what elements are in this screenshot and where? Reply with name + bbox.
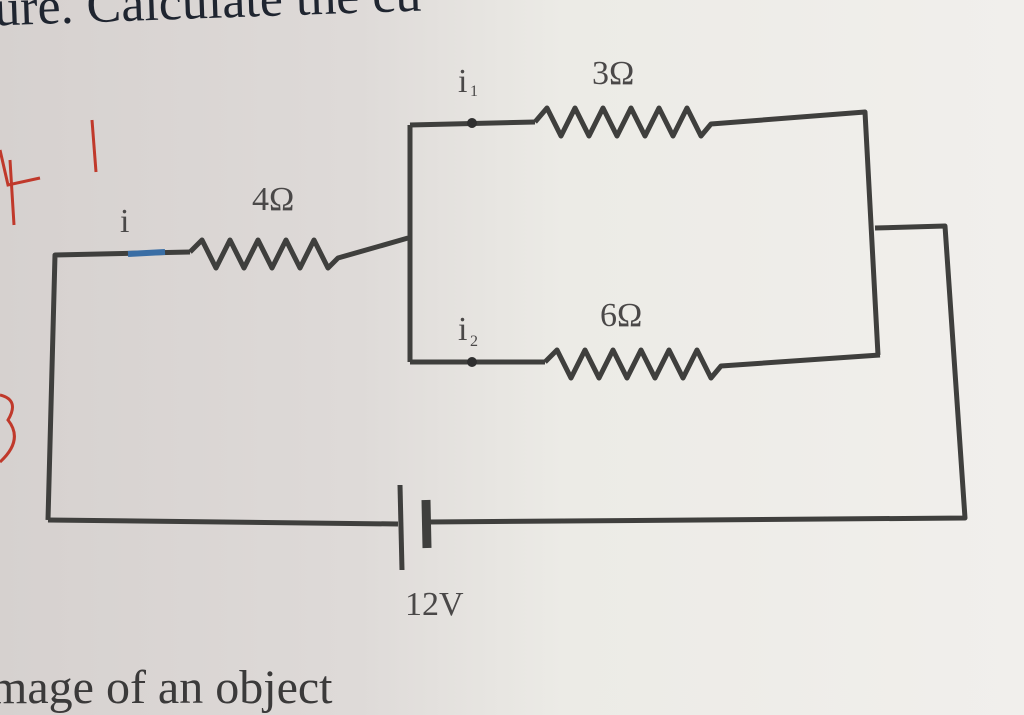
label-current-i2: i <box>458 311 467 348</box>
wire-bottom <box>47 517 399 527</box>
battery-short-plate <box>421 499 432 549</box>
resistor-6ohm <box>543 347 881 381</box>
label-current-main: i <box>120 203 129 240</box>
label-current-i1: i <box>458 63 467 100</box>
label-resistor-3ohm: 3Ω <box>592 55 634 92</box>
current-arrow-main <box>127 249 166 257</box>
wire-left <box>45 249 191 521</box>
circuit-diagram: i 4Ω i 1 3Ω i 2 6Ω 12V <box>0 55 968 623</box>
handwritten-marks <box>0 119 98 464</box>
battery-long-plate <box>397 484 405 571</box>
current-arrow-top <box>467 118 477 128</box>
red-mark-stroke <box>90 119 98 173</box>
label-current-i1-sub: 1 <box>470 83 478 100</box>
current-arrow-bottom <box>467 357 477 367</box>
label-battery-voltage: 12V <box>405 586 464 623</box>
wire-right <box>427 223 968 525</box>
resistor-3ohm <box>533 105 881 356</box>
label-current-i2-sub: 2 <box>470 333 478 350</box>
label-resistor-6ohm: 6Ω <box>600 297 642 334</box>
label-resistor-4ohm: 4Ω <box>252 181 294 218</box>
resistor-4ohm <box>188 235 409 271</box>
red-mark-three <box>0 393 16 464</box>
red-mark-four <box>0 149 41 226</box>
